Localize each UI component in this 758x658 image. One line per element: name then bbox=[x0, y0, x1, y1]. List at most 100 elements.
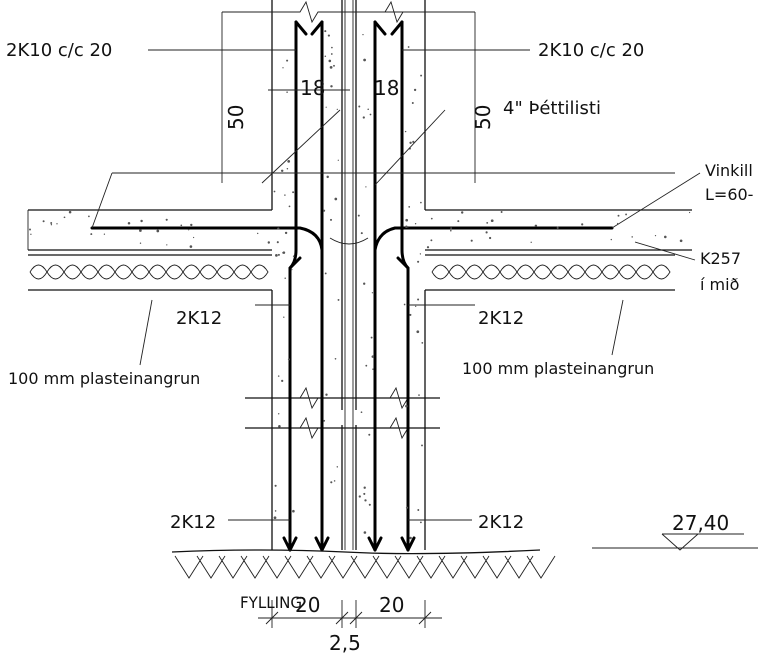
aggregate-dot bbox=[331, 46, 333, 49]
aggregate-dot bbox=[404, 130, 407, 133]
label-dim-bot-right: 20 bbox=[379, 593, 404, 617]
label-dim-wall-right: 18 bbox=[374, 76, 399, 100]
aggregate-dot bbox=[337, 159, 339, 161]
aggregate-dot bbox=[371, 355, 375, 358]
aggregate-dot bbox=[283, 316, 285, 318]
aggregate-dot bbox=[415, 305, 417, 308]
label-mesh-2: í mið bbox=[700, 275, 739, 294]
aggregate-dot bbox=[372, 368, 374, 370]
aggregate-dot bbox=[362, 116, 365, 119]
slab-right bbox=[425, 209, 692, 251]
aggregate-dot bbox=[284, 277, 286, 279]
aggregate-dot bbox=[688, 211, 691, 214]
ground bbox=[171, 549, 556, 579]
aggregate-dot bbox=[323, 209, 326, 212]
aggregate-dot bbox=[365, 364, 368, 367]
aggregate-dot bbox=[256, 232, 259, 235]
aggregate-dot bbox=[417, 298, 420, 301]
label-angle-1: Vinkill bbox=[705, 161, 753, 180]
aggregate-dot bbox=[581, 223, 584, 226]
aggregate-dot bbox=[187, 229, 190, 231]
aggregate-dot bbox=[336, 466, 339, 468]
aggregate-dot bbox=[405, 404, 408, 408]
aggregate-dot bbox=[654, 234, 657, 237]
aggregate-dot bbox=[369, 113, 372, 116]
aggregate-dot bbox=[336, 108, 338, 111]
labels: 2K10 c/c 20 2K10 c/c 20 50 50 18 18 4" Þ… bbox=[6, 40, 753, 655]
aggregate-dot bbox=[50, 222, 53, 224]
aggregate-dot bbox=[486, 221, 489, 224]
aggregate-dot bbox=[414, 223, 417, 225]
aggregate-dot bbox=[166, 244, 168, 246]
aggregate-dot bbox=[324, 272, 327, 275]
aggregate-dot bbox=[50, 224, 53, 226]
aggregate-dot bbox=[405, 225, 408, 229]
aggregate-dot bbox=[284, 194, 286, 196]
aggregate-dot bbox=[282, 67, 284, 69]
aggregate-dot bbox=[190, 223, 193, 227]
aggregate-dot bbox=[326, 175, 329, 179]
elevation-marker bbox=[592, 533, 758, 551]
aggregate-dot bbox=[418, 394, 420, 396]
aggregate-dot bbox=[364, 499, 367, 502]
aggregate-dot bbox=[284, 231, 288, 235]
aggregate-dot bbox=[363, 58, 366, 62]
aggregate-dot bbox=[370, 336, 373, 339]
aggregate-dot bbox=[485, 231, 488, 234]
aggregate-dot bbox=[358, 105, 361, 108]
aggregate-dot bbox=[488, 236, 492, 240]
aggregate-dot bbox=[357, 214, 360, 217]
aggregate-dot bbox=[457, 220, 460, 223]
label-dim-right-50: 50 bbox=[471, 105, 495, 130]
aggregate-dot bbox=[127, 221, 131, 225]
aggregate-dot bbox=[417, 509, 420, 511]
aggregate-dot bbox=[286, 59, 289, 62]
aggregate-dot bbox=[277, 253, 280, 256]
aggregate-dot bbox=[409, 536, 412, 540]
aggregate-dot bbox=[287, 160, 291, 163]
aggregate-dot bbox=[281, 379, 284, 383]
aggregate-dot bbox=[420, 201, 422, 204]
label-waterstop: 4" Þéttilisti bbox=[503, 98, 601, 119]
aggregate-dot bbox=[625, 213, 628, 216]
aggregate-dot bbox=[68, 210, 72, 214]
aggregate-dot bbox=[407, 226, 409, 228]
aggregate-dot bbox=[63, 216, 66, 219]
aggregate-dot bbox=[421, 444, 423, 447]
aggregate-dot bbox=[56, 223, 58, 225]
label-rebar-bot-left: 2K12 bbox=[170, 512, 216, 533]
leader-lines bbox=[91, 12, 701, 628]
aggregate-dot bbox=[286, 168, 289, 170]
label-elevation: 27,40 bbox=[672, 511, 729, 535]
aggregate-dot bbox=[610, 238, 612, 241]
aggregate-dot bbox=[267, 241, 270, 244]
aggregate-dot bbox=[325, 106, 327, 108]
aggregate-dot bbox=[334, 357, 337, 360]
aggregate-dot bbox=[324, 55, 327, 57]
aggregate-dot bbox=[156, 229, 160, 233]
aggregate-dot bbox=[408, 206, 411, 208]
aggregate-dot bbox=[103, 233, 106, 235]
aggregate-dot bbox=[327, 34, 330, 37]
aggregate-dot bbox=[530, 241, 532, 243]
slab-left bbox=[27, 209, 272, 251]
aggregate-dot bbox=[430, 239, 433, 242]
aggregate-dot bbox=[277, 375, 280, 377]
wall-upper bbox=[222, 0, 475, 410]
aggregate-dot bbox=[371, 292, 374, 294]
aggregate-dot bbox=[617, 214, 620, 217]
aggregate-dot bbox=[405, 506, 409, 509]
concrete-aggregate bbox=[29, 30, 691, 540]
label-mesh-1: K257 bbox=[700, 249, 741, 268]
aggregate-dot bbox=[290, 268, 293, 271]
aggregate-dot bbox=[334, 197, 338, 201]
aggregate-dot bbox=[450, 227, 452, 230]
aggregate-dot bbox=[368, 503, 371, 506]
aggregate-dot bbox=[360, 232, 363, 235]
aggregate-dot bbox=[280, 169, 284, 173]
aggregate-dot bbox=[420, 74, 423, 77]
aggregate-dot bbox=[292, 255, 295, 257]
aggregate-dot bbox=[276, 241, 279, 244]
label-rebar-mid-right: 2K12 bbox=[478, 308, 524, 329]
aggregate-dot bbox=[363, 486, 366, 489]
